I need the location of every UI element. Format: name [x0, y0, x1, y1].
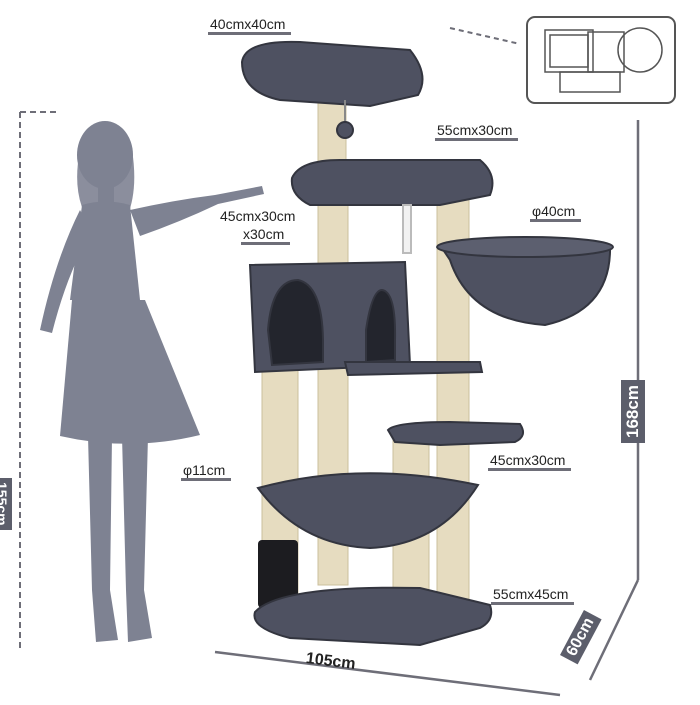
base-size: 55cmx45cm	[490, 586, 575, 605]
plush-parts	[240, 40, 614, 647]
basket-diameter: φ40cm	[529, 203, 582, 222]
upper-platform-size: 55cmx30cm	[434, 122, 519, 141]
top-view-inset-icon	[449, 16, 676, 104]
step-platform-size: 45cmx30cm	[487, 452, 572, 471]
person-height-label: 155cm	[0, 478, 12, 530]
person-silhouette-icon	[40, 121, 264, 642]
condo-size-line1: 45cmx30cm	[220, 208, 296, 224]
total-height-label: 168cm	[621, 380, 645, 443]
post-diameter: φ11cm	[180, 462, 232, 481]
tree-dimension-lines	[214, 120, 640, 697]
person-height-dimension	[19, 111, 60, 650]
grooming-brush	[258, 540, 298, 608]
condo-size-line2: x30cm	[240, 226, 291, 245]
top-platform-size: 40cmx40cm	[207, 16, 292, 35]
